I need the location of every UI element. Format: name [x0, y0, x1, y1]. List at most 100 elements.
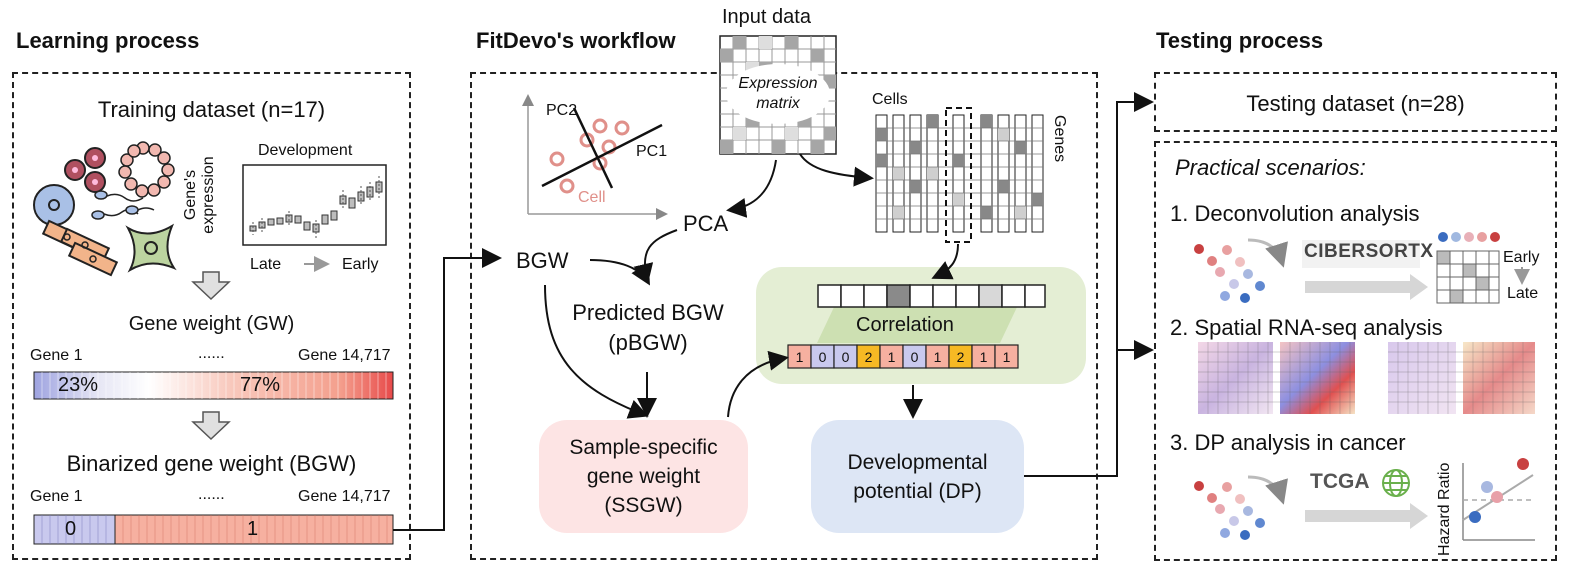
pbgw-label: Predicted BGW (pBGW) — [548, 298, 748, 358]
genes-label: Genes — [1051, 115, 1068, 163]
input-data-label: Input data — [722, 6, 811, 28]
dp-line1: Developmental — [847, 450, 988, 474]
correlation-top-bar — [817, 284, 1046, 308]
correlation-band — [817, 305, 1018, 343]
gw-title: Gene weight (GW) — [128, 313, 295, 335]
development-boxplot — [242, 164, 387, 246]
pbgw-line2: (pBGW) — [608, 330, 688, 355]
gw-left-percent: 23% — [58, 374, 99, 396]
scenarios-panel — [1154, 141, 1557, 561]
gene-expression-axis-line1: Gene's — [182, 169, 199, 221]
bin-value: 0 — [818, 349, 827, 365]
scenario3-dots — [1194, 475, 1288, 540]
cells-genes-matrix — [875, 107, 1044, 243]
gw-gene-first: Gene 1 — [30, 347, 83, 364]
bgw-gene-last: Gene 14,717 — [298, 488, 391, 505]
training-dataset-label: Training dataset (n=17) — [97, 97, 326, 122]
ssgw-line3: (SSGW) — [604, 494, 683, 517]
gene-expression-axis-line2: expression — [200, 156, 217, 234]
bin-value: 1 — [1002, 349, 1011, 365]
bin-value: 1 — [887, 349, 896, 365]
bin-value: 1 — [979, 349, 988, 365]
ssgw-line2: gene weight — [586, 465, 701, 488]
pbgw-line1: Predicted BGW — [572, 300, 724, 325]
cibersortx-logo-bg — [1302, 240, 1420, 268]
practical-scenarios-label: Practical scenarios: — [1175, 155, 1366, 180]
workflow-title: FitDevo's workflow — [476, 28, 676, 53]
late-label: Late — [250, 256, 282, 273]
arrow-pca-to-pbgw — [633, 229, 678, 284]
scenario-2-label: 2. Spatial RNA-seq analysis — [1170, 315, 1443, 340]
ssgw-box — [539, 420, 748, 533]
correlation-label: Correlation — [856, 314, 954, 336]
learning-panel — [12, 72, 411, 560]
ssgw-line1: Sample-specific — [569, 436, 718, 459]
pca-label: PCA — [683, 211, 729, 236]
pc1-label: PC1 — [636, 143, 668, 160]
expression-matrix — [719, 35, 837, 155]
gw-gene-dots: ...... — [198, 345, 225, 362]
development-label: Development — [258, 142, 353, 159]
connector-dp-to-testing — [1024, 92, 1154, 477]
arrow-cibersort — [1305, 274, 1428, 300]
scenario1-dots — [1194, 238, 1288, 303]
ssgw-label: Sample-specific gene weight (SSGW) — [539, 420, 748, 533]
scenario1-late-label: Late — [1507, 285, 1539, 302]
arrow-matrix-to-cells — [799, 153, 874, 187]
expression-matrix-line1: Expression — [738, 75, 818, 92]
testing-process-title: Testing process — [1156, 28, 1324, 53]
testing-dataset-panel — [1154, 72, 1557, 132]
bgw-zero: 0 — [65, 518, 77, 540]
bin-value: 2 — [956, 349, 965, 365]
bin-value: 0 — [841, 349, 850, 365]
pc2-label: PC2 — [546, 102, 578, 119]
scenario1-early-label: Early — [1503, 249, 1540, 266]
scenario1-matrix — [1436, 250, 1500, 304]
cell-illustrations — [33, 141, 177, 277]
early-label: Early — [342, 256, 379, 273]
bin-value: 1 — [795, 349, 804, 365]
pca-scatter — [522, 94, 668, 220]
bgw-one: 1 — [247, 518, 259, 540]
arrow-matrix-to-pca — [726, 159, 777, 218]
scenario1-proportion-dots — [1438, 232, 1500, 242]
scenario-1-label: 1. Deconvolution analysis — [1170, 201, 1420, 226]
learning-process-title: Learning process — [16, 28, 200, 53]
arrow-bgw-to-pbgw — [589, 259, 650, 286]
arrow-ssgw-to-correlation — [727, 350, 789, 418]
cell-label: Cell — [578, 189, 606, 206]
bin-value: 0 — [910, 349, 919, 365]
arrow-bgw-to-ssgw — [544, 284, 649, 419]
arrow-tcga — [1305, 503, 1428, 529]
bin-value: 2 — [864, 349, 873, 365]
gene-expression-axis-label: Gene's expression — [182, 145, 218, 245]
gw-gene-last: Gene 14,717 — [298, 347, 391, 364]
dp-label: Developmental potential (DP) — [811, 420, 1024, 533]
bgw-gene-first: Gene 1 — [30, 488, 83, 505]
scenario-3-label: 3. DP analysis in cancer — [1170, 430, 1406, 455]
spatial-images — [1198, 342, 1535, 414]
bgw-gene-dots: ...... — [198, 486, 225, 503]
cells-label: Cells — [872, 91, 908, 108]
expression-matrix-label: Expression matrix — [728, 74, 828, 114]
correlation-number-bar — [787, 344, 1019, 369]
hazard-ratio-label: Hazard Ratio — [1436, 462, 1453, 556]
tcga-label: TCGA — [1310, 470, 1370, 493]
bin-value: 1 — [933, 349, 942, 365]
down-arrow-1 — [191, 271, 231, 301]
connector-learning-to-workflow — [393, 248, 502, 531]
gw-bar — [33, 371, 394, 400]
dp-box — [811, 420, 1024, 533]
dp-line2: potential (DP) — [853, 479, 982, 503]
bgw-node-label: BGW — [516, 248, 569, 273]
testing-dataset-label: Testing dataset (n=28) — [1246, 91, 1465, 116]
hazard-ratio-plot — [1462, 458, 1535, 541]
gw-right-percent: 77% — [240, 374, 281, 396]
cibersortx-logo: CIBERSORTX — [1304, 241, 1434, 262]
globe-icon — [1382, 469, 1410, 497]
expression-matrix-line2: matrix — [756, 95, 800, 112]
correlation-number-values: 1 0 0 2 1 0 1 2 1 1 — [788, 346, 1018, 369]
arrow-cells-to-correlation — [931, 243, 959, 280]
down-arrow-2 — [191, 411, 231, 441]
